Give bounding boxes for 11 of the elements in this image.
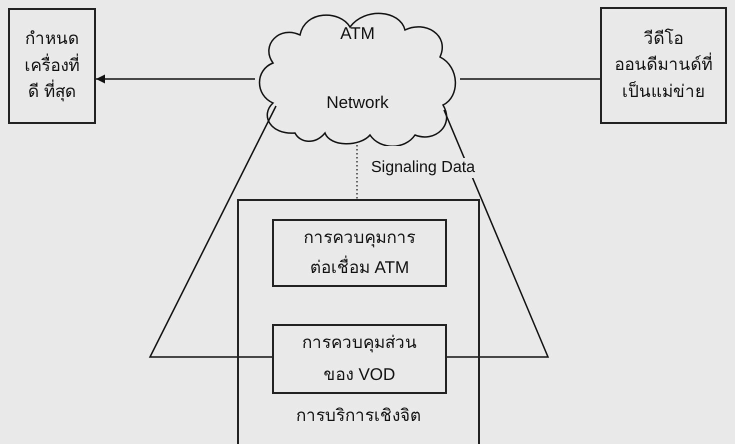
edge-label: Signaling Data — [369, 158, 478, 178]
network-label: Network — [325, 92, 390, 114]
arrow — [96, 74, 255, 84]
box-label: การบริการเชิงจิต — [295, 405, 422, 427]
network-label: ATM — [339, 23, 376, 45]
process-box: กำหนดเครื่องที่ดี ที่สุด — [8, 8, 96, 124]
dotted-connector — [356, 145, 358, 199]
process-box: การควบคุมส่วนของ VOD — [272, 324, 447, 394]
process-box: การควบคุมการต่อเชื่อม ATM — [272, 219, 447, 287]
process-box: วีดีโอออนดีมานด์ที่เป็นแม่ข่าย — [600, 7, 727, 124]
service-box — [237, 199, 480, 444]
